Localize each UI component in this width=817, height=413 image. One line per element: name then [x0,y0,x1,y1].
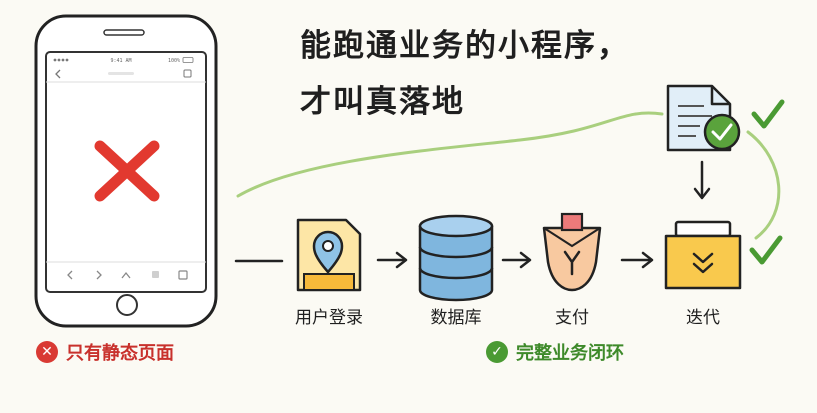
document-check-icon [666,84,741,152]
payment-bag-icon [542,212,602,292]
headline-line1: 能跑通业务的小程序， [300,28,630,64]
note-good-text: 完整业务闭环 [516,343,624,364]
step-label-database: 数据库 [430,308,482,328]
arrow-right-icon [620,251,654,269]
green-check-circle-icon: ✓ [486,341,508,363]
step-label-iterate: 迭代 [686,308,720,328]
headline-line2: 才叫真落地 [300,84,465,120]
speaker-slot [103,29,145,36]
browser-toolbar [46,261,206,280]
toolbar-forward-icon[interactable] [96,270,102,280]
note-static-only: ✕ 只有静态页面 [36,339,174,365]
green-loop-curve [746,130,781,240]
login-map-pin-icon [296,218,362,292]
status-battery: 100% [168,58,180,64]
arrow-right-icon [501,251,532,269]
nav-title-placeholder [108,72,134,75]
toolbar-share-icon[interactable] [121,271,131,279]
check-mark-icon [749,235,783,265]
check-mark-icon [751,99,785,129]
nav-bar [46,69,206,83]
step-label-login: 用户登录 [295,308,363,328]
step-label-payment: 支付 [555,308,589,328]
toolbar-tabs-icon[interactable] [178,270,188,280]
note-bad-text: 只有静态页面 [66,343,174,364]
toolbar-back-icon[interactable] [67,270,73,280]
inbox-download-icon [664,220,742,290]
nav-action-icon[interactable] [183,69,192,78]
back-chevron-icon[interactable] [55,69,61,79]
toolbar-bookmark-icon[interactable] [152,271,159,278]
arrow-right-icon [376,251,408,269]
database-icon [418,214,494,302]
note-full-loop: ✓ 完整业务闭环 [486,339,624,365]
arrow-down-icon [693,160,711,200]
status-time: 9:41 AM [110,58,131,64]
red-x-circle-icon: ✕ [36,341,58,363]
phone-mockup: 9:41 AM 100% [34,14,218,328]
home-button[interactable] [116,294,138,316]
red-cross-icon [94,140,160,202]
battery-icon [182,57,194,63]
status-bar: 9:41 AM 100% [53,57,194,64]
green-flow-curve [236,111,664,198]
